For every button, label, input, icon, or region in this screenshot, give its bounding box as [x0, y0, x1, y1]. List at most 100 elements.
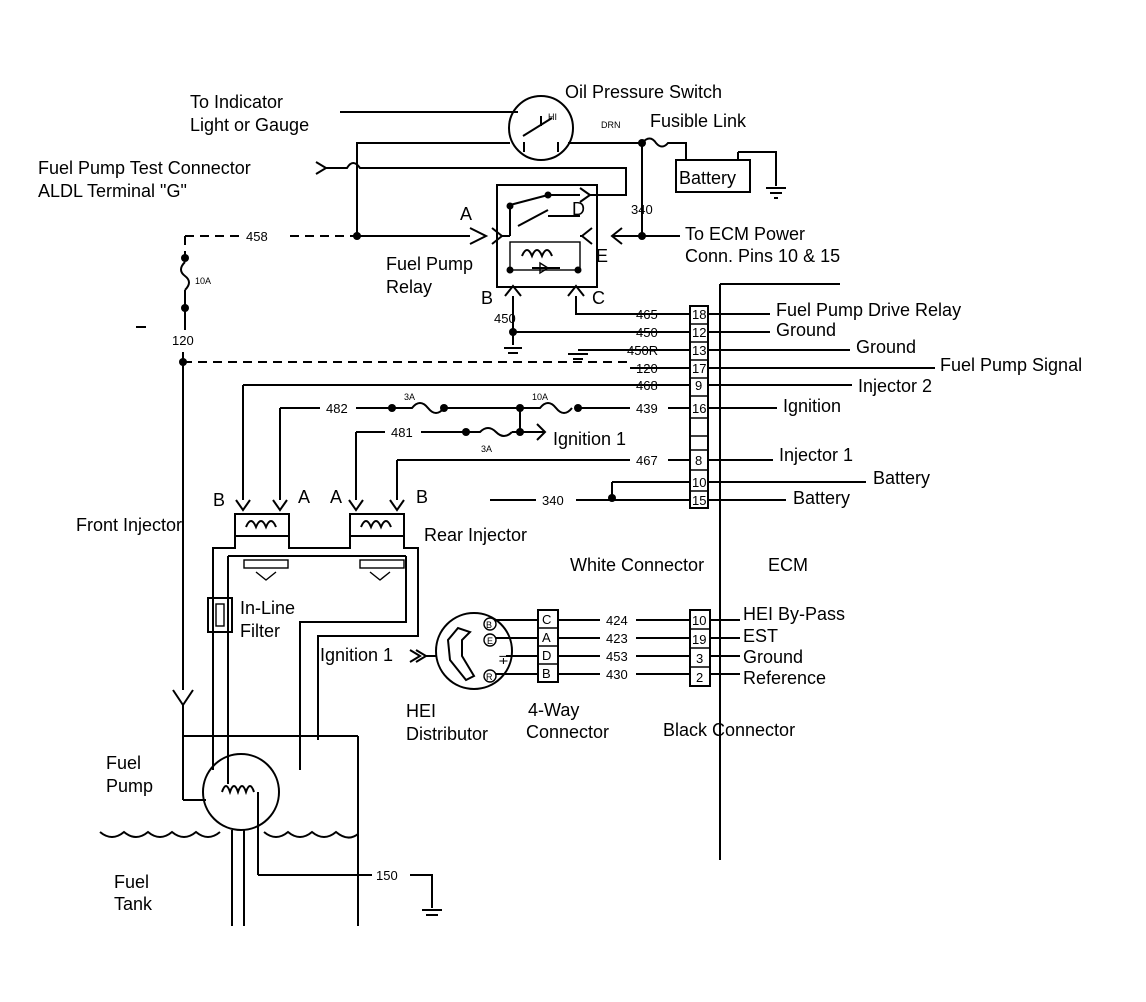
fuse-3a-top	[392, 402, 445, 414]
ignition-1-left-label: Ignition 1	[320, 645, 393, 665]
white-pin-17-label: Fuel Pump Signal	[940, 355, 1082, 375]
white-pin-9: 9	[695, 378, 702, 393]
oil-switch-hi-mark: HI	[548, 112, 557, 122]
fuel-pump	[202, 753, 280, 875]
wire-340-bottom-label: 340	[542, 493, 564, 508]
fuel-line-inner-right	[299, 556, 407, 770]
hei-ground-mark: ∓	[498, 652, 509, 667]
fuse-3a-bottom	[466, 427, 513, 437]
relay-pin-b: B	[481, 288, 493, 308]
wire-430-label: 430	[606, 667, 628, 682]
white-pin-8-label: Injector 1	[779, 445, 853, 465]
wire-453-label: 453	[606, 649, 628, 664]
throttle-body-middle	[288, 536, 351, 549]
fuel-level-wave-left	[99, 830, 221, 838]
rear-nozzle	[359, 559, 405, 569]
inline-filter	[207, 597, 233, 633]
fuse-10a-mid	[520, 402, 573, 414]
inline-filter-label-1: In-Line	[240, 598, 295, 618]
wire-450-relay-label: 450	[494, 311, 516, 326]
black-connector	[689, 609, 711, 687]
fuel-level-wave-right	[263, 830, 359, 839]
wire-465	[575, 296, 630, 315]
wire-468-label: 468	[636, 378, 658, 393]
black-pin-3-label: Ground	[743, 647, 803, 667]
fuse-10a-left	[180, 261, 190, 291]
hei-distributor: B E R ∓	[435, 612, 513, 690]
black-pin-3: 3	[696, 651, 703, 666]
white-pin-10-label: Battery	[873, 468, 930, 488]
rear-injector-pin-b: B	[416, 487, 428, 507]
black-pin-19: 19	[692, 632, 706, 647]
white-pin-18-label: Fuel Pump Drive Relay	[776, 300, 961, 320]
fuse-10a-mid-label: 10A	[532, 392, 548, 402]
front-injector-conn-a	[272, 499, 288, 512]
throttle-body-right	[317, 536, 419, 740]
wire-150-label: 150	[376, 868, 398, 883]
four-way-pin-d: D	[542, 648, 551, 663]
ignition-1-mid-label: Ignition 1	[553, 429, 626, 449]
white-pin-12-label: Ground	[776, 320, 836, 340]
ignition-1-mid-arrow	[536, 423, 547, 441]
four-way-label-1: 4-Way	[528, 700, 579, 720]
fuel-pump-label-2: Pump	[106, 776, 153, 796]
front-injector	[234, 513, 290, 537]
wire-120b-label: 120	[636, 361, 658, 376]
black-pin-10: 10	[692, 613, 706, 628]
hei-terminal-b: B	[486, 620, 492, 630]
wire-423-label: 423	[606, 631, 628, 646]
to-ecm-power-label-1: To ECM Power	[685, 224, 805, 244]
front-injector-pin-a: A	[298, 487, 310, 507]
rear-injector-pin-a: A	[330, 487, 342, 507]
hei-terminal-e: E	[487, 636, 493, 646]
fuel-tank-label-2: Tank	[114, 894, 153, 914]
wire-467-label: 467	[636, 453, 658, 468]
ecm-label: ECM	[768, 555, 808, 575]
fusible-link-label: Fusible Link	[650, 111, 747, 131]
wire-switch-test	[356, 142, 510, 236]
relay-connector-c	[567, 284, 585, 297]
throttle-body-left	[212, 536, 236, 770]
four-way-pin-b: B	[542, 666, 551, 681]
hei-terminal-r: R	[486, 672, 493, 682]
oil-pressure-switch-label: Oil Pressure Switch	[565, 82, 722, 102]
relay-connector-b	[504, 284, 522, 297]
rear-injector-label: Rear Injector	[424, 525, 527, 545]
white-pin-12: 12	[692, 325, 706, 340]
test-connector-label-1: Fuel Pump Test Connector	[38, 158, 251, 178]
front-injector-pin-b: B	[213, 490, 225, 510]
to-indicator-label-1: To Indicator	[190, 92, 283, 112]
relay-pin-a: A	[460, 204, 472, 224]
white-pin-10: 10	[692, 475, 706, 490]
fuel-pump-label-1: Fuel	[106, 753, 141, 773]
arrow-fuel-pump	[172, 689, 194, 707]
wire-450-label: 450	[636, 325, 658, 340]
fuse-3a-bottom-label: 3A	[481, 444, 492, 454]
black-pin-2: 2	[696, 670, 703, 685]
fuse-10a-left-label: 10A	[195, 276, 211, 286]
white-pin-9-label: Injector 2	[858, 376, 932, 396]
fusible-link	[641, 137, 687, 160]
wire-150-ground	[410, 874, 433, 908]
wire-340-top-label: 340	[631, 202, 653, 217]
oil-pressure-switch: HI	[508, 95, 574, 161]
rear-injector-conn-a	[348, 499, 364, 512]
ignition-1-left-arrow	[409, 649, 428, 663]
front-injector-conn-b	[235, 499, 251, 512]
to-indicator-label-2: Light or Gauge	[190, 115, 309, 135]
wire-test-to-relay	[326, 162, 627, 196]
to-ecm-power-label-2: Conn. Pins 10 & 15	[685, 246, 840, 266]
wire-458-label: 458	[246, 229, 268, 244]
white-pin-8: 8	[695, 453, 702, 468]
white-pin-16: 16	[692, 401, 706, 416]
drn-label: DRN	[601, 120, 621, 130]
relay-connector-a	[469, 227, 489, 245]
white-pin-13-label: Ground	[856, 337, 916, 357]
battery-label: Battery	[679, 168, 736, 188]
wire-424-label: 424	[606, 613, 628, 628]
black-pin-10-label: HEI By-Pass	[743, 604, 845, 624]
wire-439-label: 439	[636, 401, 658, 416]
white-pin-18: 18	[692, 307, 706, 322]
rear-injector-conn-b	[389, 499, 405, 512]
relay-pin-d: D	[572, 199, 585, 219]
